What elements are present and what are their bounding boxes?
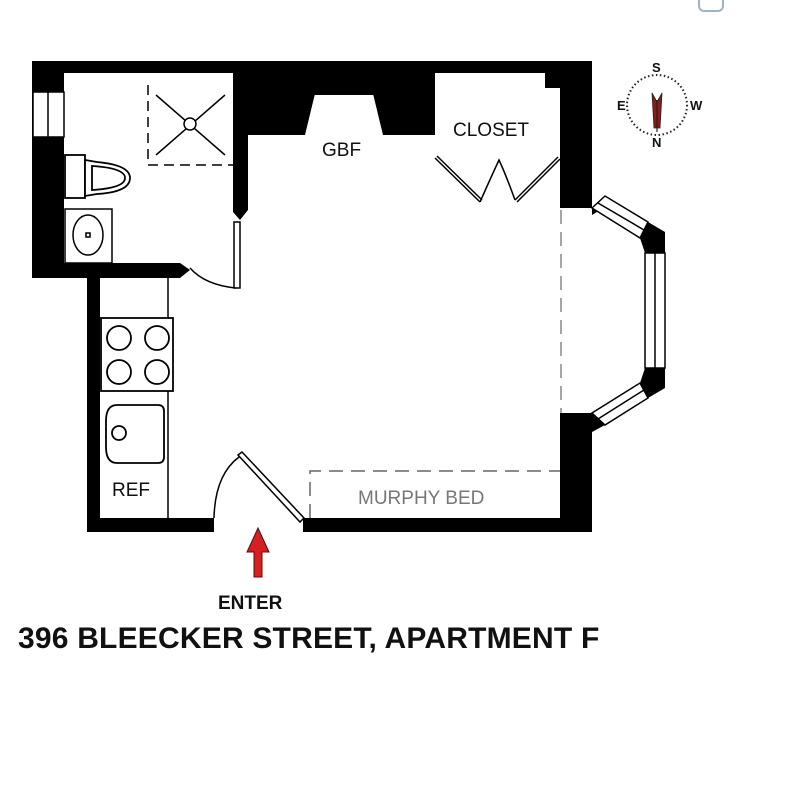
compass-east: E — [617, 98, 626, 113]
ref-label: REF — [112, 480, 150, 501]
compass-icon: S N E W — [617, 60, 703, 150]
murphy-bed-label: MURPHY BED — [358, 488, 484, 509]
entrance-arrow-icon — [246, 526, 270, 578]
closet-label: CLOSET — [453, 120, 529, 141]
bathroom-door — [189, 221, 241, 289]
expand-icon[interactable] — [698, 0, 724, 12]
murphy-bed: MURPHY BED — [309, 470, 560, 518]
toilet — [64, 154, 131, 199]
entrance-door — [213, 450, 306, 524]
enter-label: ENTER — [218, 593, 283, 614]
compass-north: N — [652, 135, 661, 150]
kitchen-sink — [105, 404, 165, 464]
address-title: 396 BLEECKER STREET, APARTMENT F — [18, 622, 600, 655]
bay-window — [560, 195, 666, 426]
closet: CLOSET — [434, 88, 561, 203]
gbf-label: GBF — [322, 140, 361, 161]
compass-south: S — [652, 60, 661, 75]
compass-west: W — [690, 98, 703, 113]
bathroom-sink — [64, 208, 113, 264]
shower — [147, 85, 233, 166]
side-window — [32, 91, 65, 138]
stove — [100, 317, 174, 392]
